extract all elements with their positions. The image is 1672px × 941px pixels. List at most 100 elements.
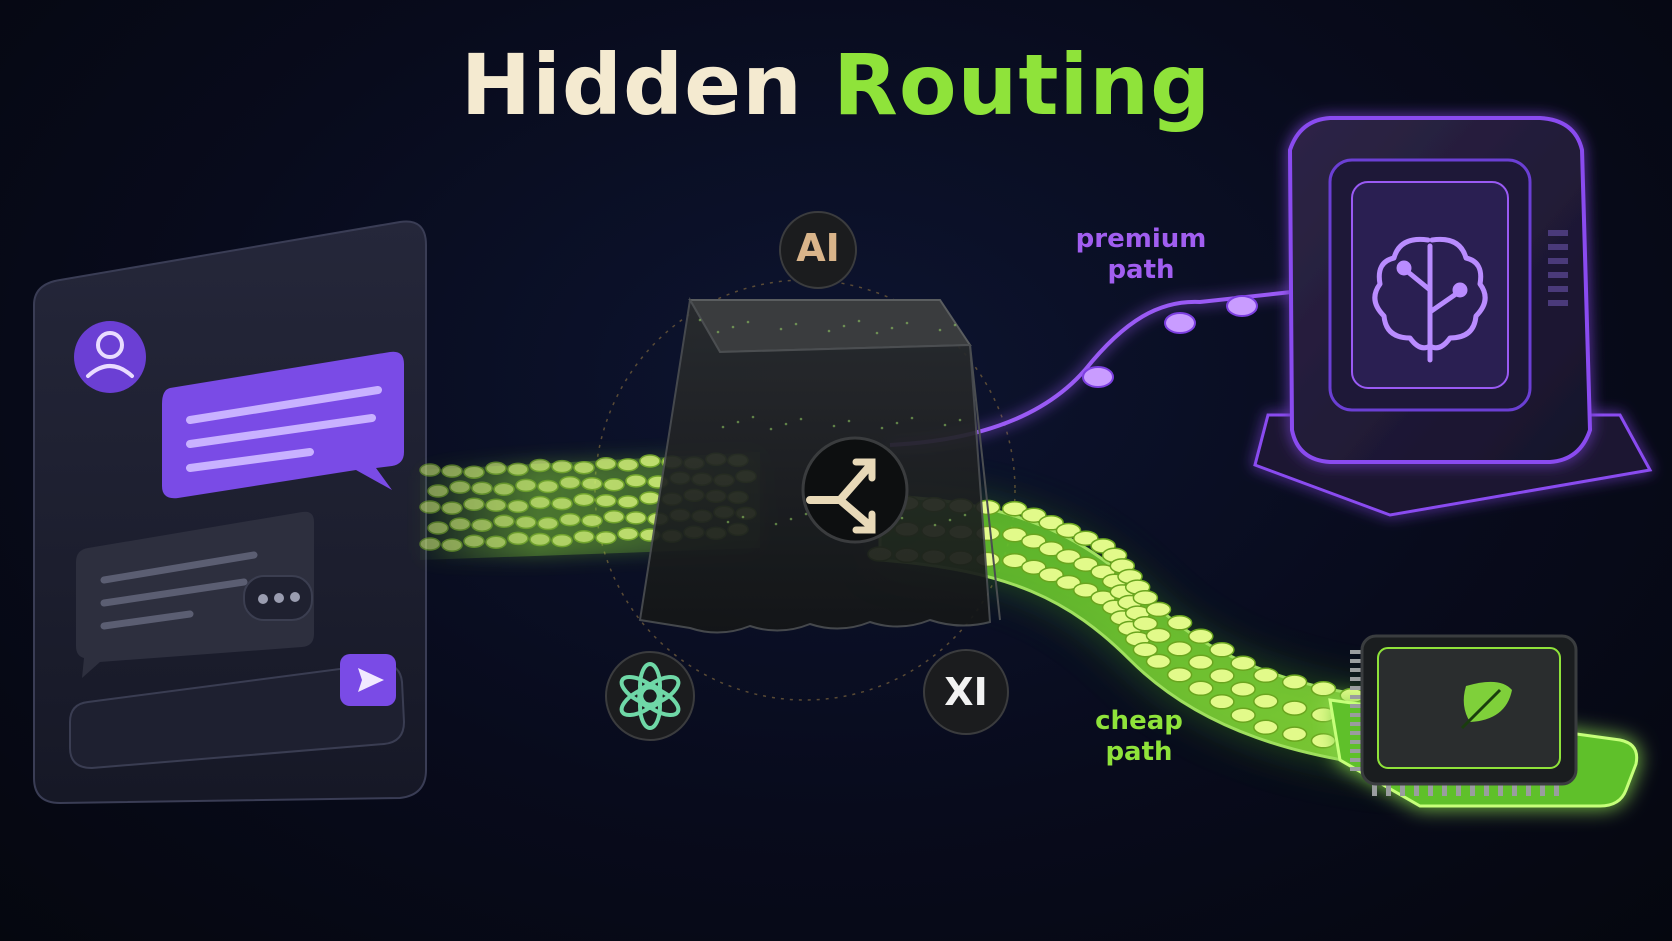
token <box>1166 615 1193 631</box>
title-word-routing: Routing <box>833 36 1212 134</box>
token <box>639 491 661 505</box>
brain-circuit-icon <box>1372 236 1488 363</box>
token <box>449 480 471 494</box>
token <box>1230 707 1256 723</box>
token <box>603 510 625 524</box>
token <box>1145 601 1172 618</box>
token <box>595 457 617 471</box>
token <box>441 538 463 552</box>
router-split-icon <box>801 436 909 544</box>
token <box>581 513 603 528</box>
openai-logo-icon <box>605 651 695 741</box>
token <box>1073 582 1099 598</box>
token <box>603 478 625 492</box>
token <box>1132 641 1159 658</box>
token <box>559 512 581 527</box>
premium-token <box>1226 295 1258 317</box>
token <box>1055 574 1082 591</box>
chat-window <box>33 220 427 805</box>
token <box>515 478 537 493</box>
token <box>537 516 559 531</box>
token <box>595 531 617 545</box>
token <box>1073 530 1099 546</box>
token <box>485 461 507 476</box>
token <box>573 460 595 475</box>
token <box>1073 556 1099 572</box>
token <box>419 537 441 551</box>
token <box>507 499 529 514</box>
token <box>551 533 573 548</box>
token <box>1038 567 1064 583</box>
premium-server <box>1253 116 1653 517</box>
token <box>1310 681 1337 697</box>
cheap-path-label: cheap path <box>1095 706 1183 767</box>
token <box>485 535 507 550</box>
page-title: Hidden Routing <box>0 36 1672 134</box>
token <box>493 482 515 497</box>
token <box>1281 726 1308 742</box>
cheap-chip <box>1328 634 1639 808</box>
token <box>441 464 463 478</box>
token <box>1281 700 1308 716</box>
token <box>1055 522 1082 539</box>
token <box>1038 541 1064 557</box>
token <box>427 521 449 535</box>
token <box>1230 655 1256 671</box>
token <box>617 495 639 509</box>
token <box>1253 667 1279 684</box>
token <box>463 497 485 511</box>
token <box>493 514 515 529</box>
server-vent <box>1548 230 1568 306</box>
token <box>617 527 639 541</box>
token <box>1001 526 1028 543</box>
premium-token <box>1164 312 1196 334</box>
token <box>529 458 551 473</box>
token <box>1021 559 1047 575</box>
token <box>551 496 573 511</box>
token <box>471 481 493 495</box>
xai-logo <box>923 649 1009 735</box>
token <box>419 500 441 514</box>
token <box>463 534 485 548</box>
token <box>515 515 537 530</box>
token <box>1021 507 1047 523</box>
token <box>1310 733 1337 749</box>
token <box>1132 589 1159 606</box>
token <box>507 462 529 477</box>
title-word-hidden: Hidden <box>460 36 803 134</box>
typing-dots-icon <box>243 575 313 621</box>
token <box>441 501 463 515</box>
token <box>1166 641 1193 657</box>
token <box>485 498 507 513</box>
token <box>1038 515 1064 531</box>
token <box>1188 680 1214 697</box>
token <box>573 492 595 507</box>
token <box>1145 627 1172 644</box>
token <box>419 463 441 477</box>
token <box>1001 552 1028 569</box>
send-icon <box>358 668 384 692</box>
token <box>507 531 529 546</box>
token <box>1132 615 1159 632</box>
token <box>1001 500 1028 517</box>
anthropic-mark: AI <box>796 226 840 270</box>
premium-path-label: premium path <box>1075 224 1207 285</box>
assistant-reply-bubble <box>76 511 314 678</box>
message-input[interactable] <box>69 662 406 770</box>
token <box>1055 548 1082 565</box>
token <box>1209 642 1235 658</box>
token <box>625 474 647 488</box>
token <box>1230 681 1256 697</box>
token <box>529 532 551 547</box>
anthropic-logo <box>779 211 857 289</box>
token <box>639 454 661 468</box>
token <box>449 517 471 531</box>
user-avatar <box>74 321 146 393</box>
premium-path <box>889 288 1311 447</box>
token <box>595 494 617 508</box>
token <box>573 529 595 544</box>
token <box>1188 654 1214 671</box>
send-button[interactable] <box>340 654 396 706</box>
token <box>581 476 603 491</box>
token <box>471 518 493 532</box>
